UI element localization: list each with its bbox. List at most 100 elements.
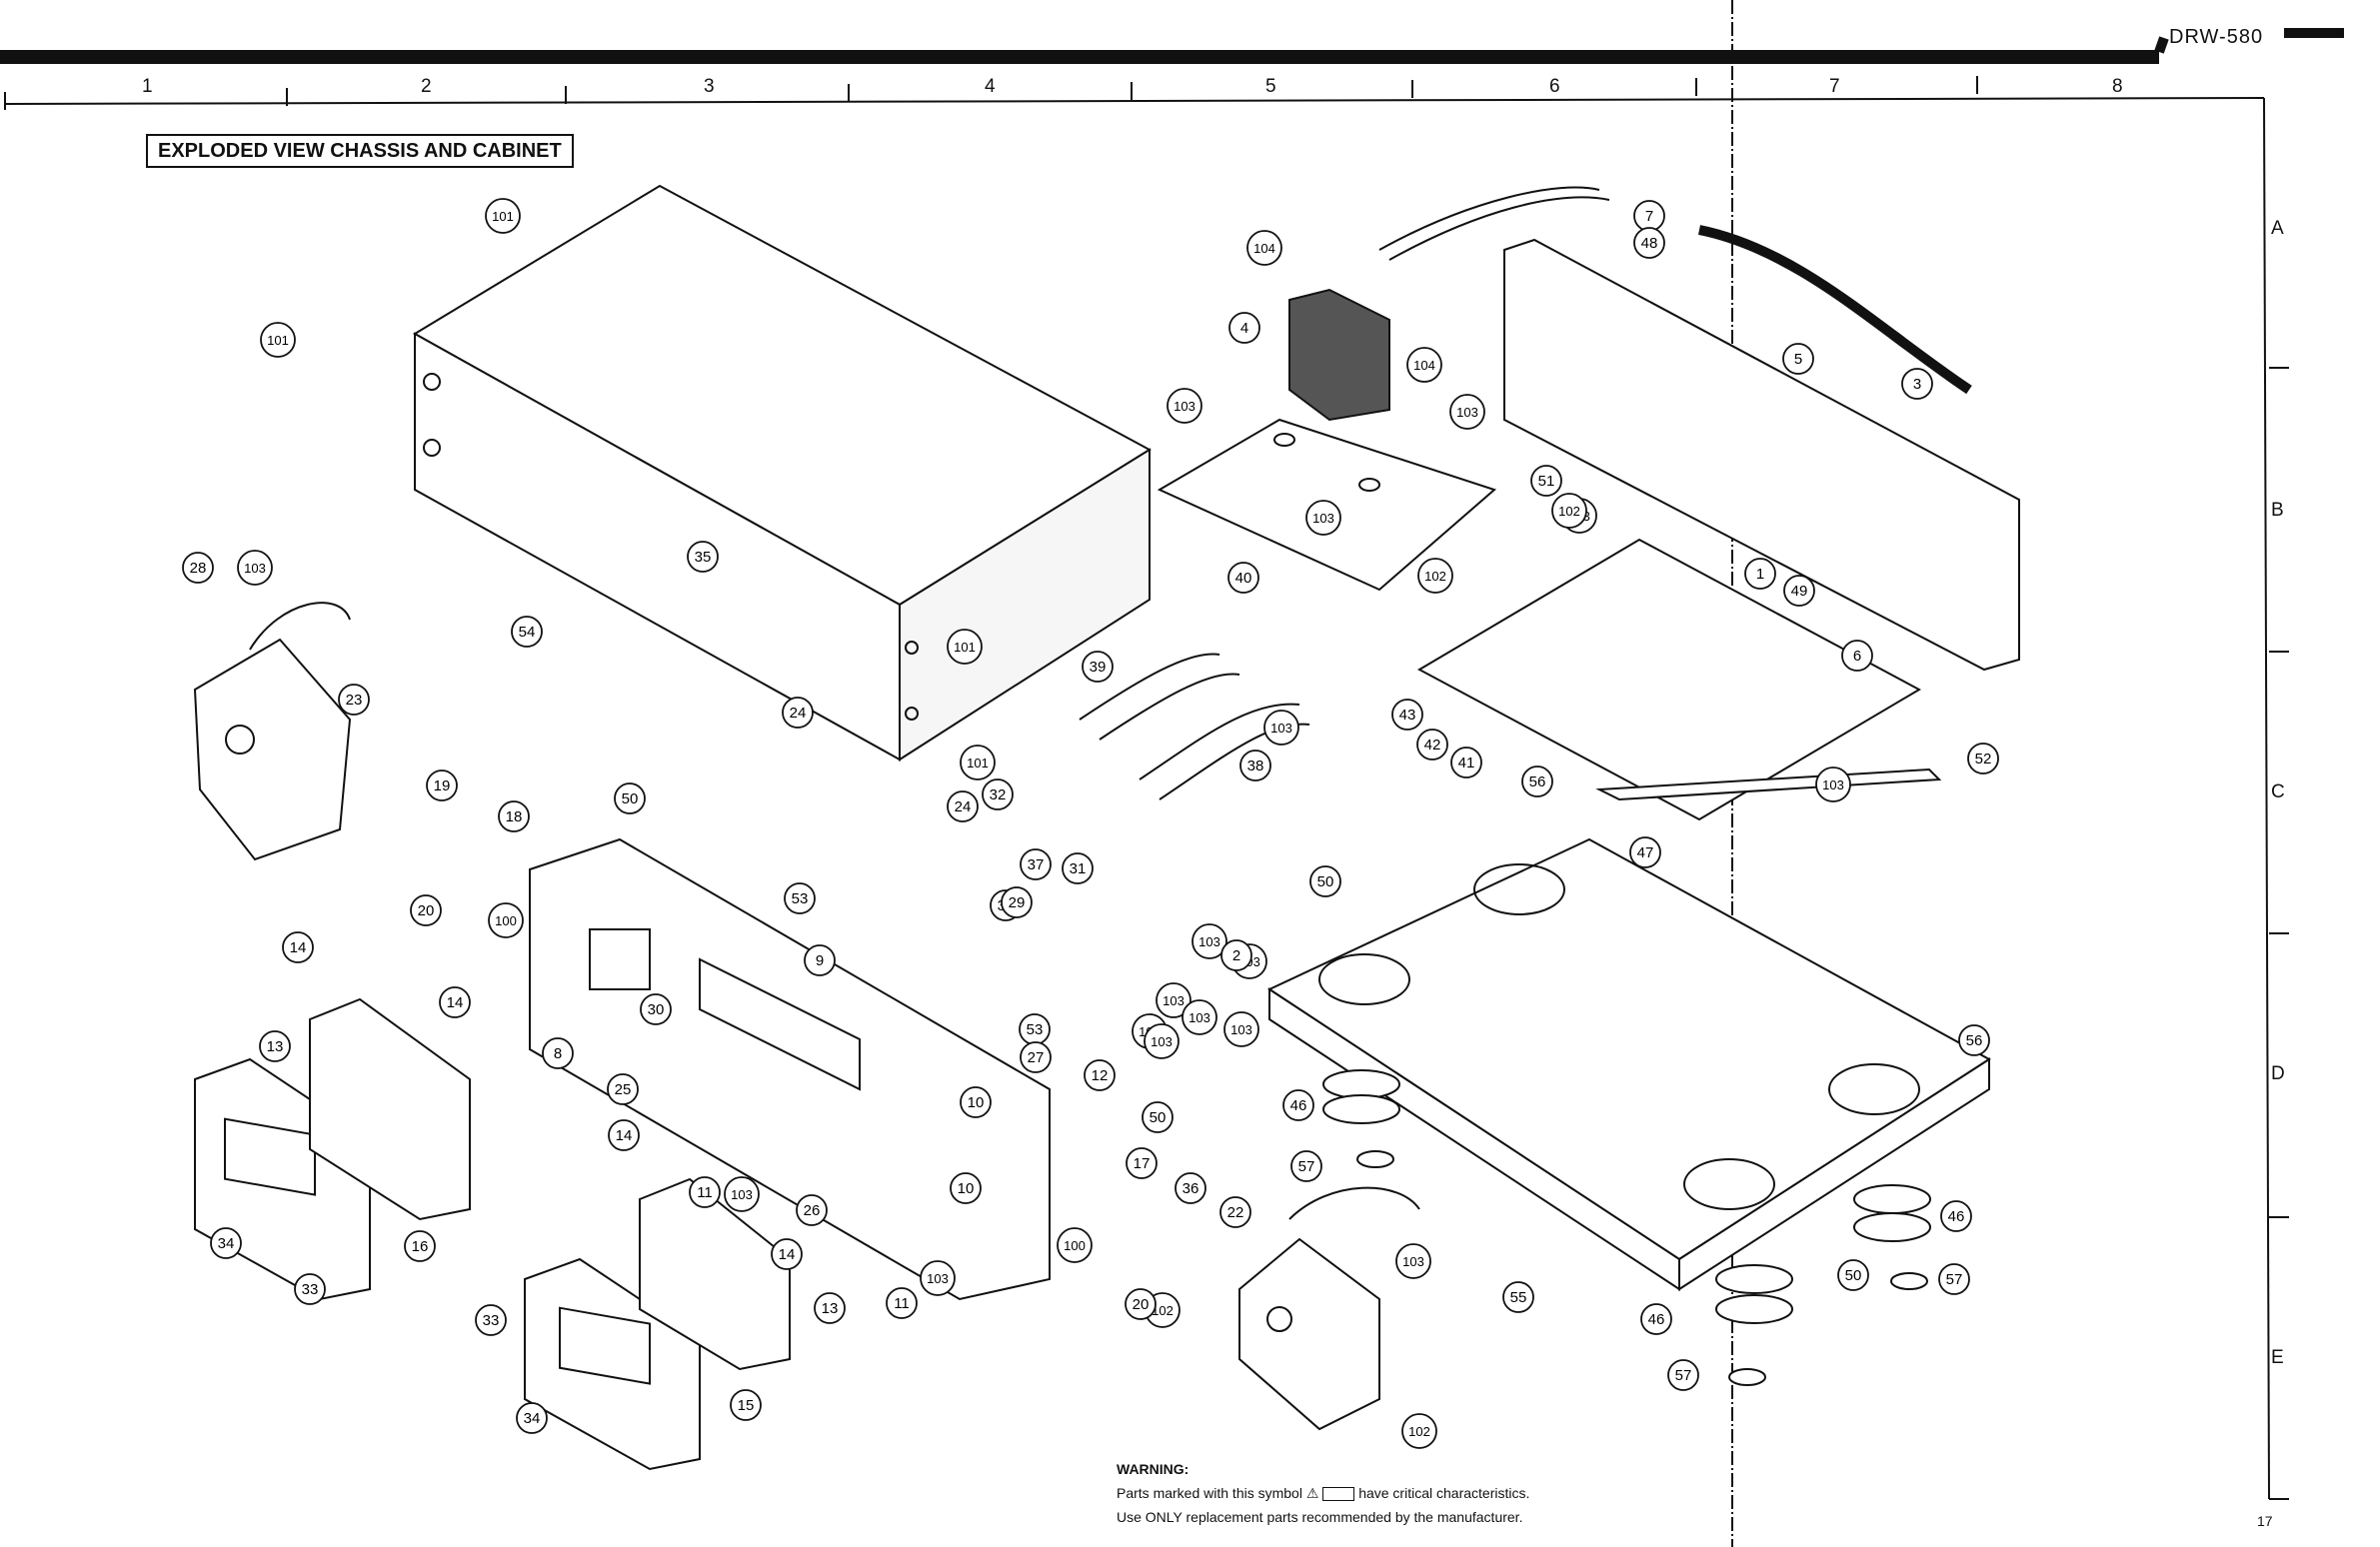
callout-number: 26 xyxy=(804,1202,821,1219)
callout-number: 41 xyxy=(1458,755,1475,772)
callout-circle xyxy=(542,1037,574,1069)
part-callout: 103 xyxy=(1223,1011,1259,1047)
callout-circle xyxy=(950,1172,982,1204)
callout-circle xyxy=(960,1086,992,1118)
callout-circle xyxy=(511,616,543,648)
callout-circle xyxy=(1167,388,1202,424)
callout-circle xyxy=(1246,230,1282,266)
grid-column-label: 2 xyxy=(421,76,432,97)
callout-circle xyxy=(1239,750,1271,781)
callout-circle xyxy=(1449,394,1485,430)
callout-number: 102 xyxy=(1152,1303,1174,1318)
warning-triangle-icon: ⚠ xyxy=(1305,1485,1319,1501)
page-number: 17 xyxy=(2257,1513,2273,1529)
power-board xyxy=(1157,288,1496,592)
callout-number: 103 xyxy=(731,1187,753,1202)
callout-circle xyxy=(1057,1227,1093,1263)
part-callout: 55 xyxy=(1502,1281,1534,1313)
callout-circle xyxy=(804,944,836,976)
callout-circle xyxy=(1001,886,1033,918)
callout-circle xyxy=(1967,743,1999,774)
feet xyxy=(1322,1069,1931,1386)
callout-number: 24 xyxy=(790,705,807,722)
callout-circle xyxy=(439,986,471,1018)
callout-circle xyxy=(1219,1196,1251,1228)
part-callout: 102 xyxy=(1551,493,1587,529)
callout-number: 12 xyxy=(1092,1067,1109,1084)
callout-number: 37 xyxy=(1028,856,1045,873)
callout-number: 1 xyxy=(1756,566,1764,583)
part-callout: 104 xyxy=(1406,347,1442,383)
callout-circle xyxy=(614,782,646,814)
callout-circle xyxy=(1391,699,1423,731)
callout-number: 34 xyxy=(218,1235,235,1252)
callout-circle xyxy=(687,541,719,573)
part-callout: 42 xyxy=(1416,729,1448,761)
part-callout: 37 xyxy=(1020,848,1052,880)
callout-number: 18 xyxy=(506,808,523,825)
callout-circle xyxy=(182,552,214,584)
callout-circle xyxy=(1938,1263,1970,1295)
callout-circle xyxy=(1084,1059,1116,1091)
warning-line-2: Use ONLY replacement parts recommended b… xyxy=(1117,1509,1523,1525)
callout-number: 39 xyxy=(1090,659,1107,676)
callout-circle xyxy=(1815,767,1851,802)
callout-circle xyxy=(1082,651,1114,683)
part-callout: 103 xyxy=(1449,394,1485,430)
callout-circle xyxy=(982,778,1014,810)
part-callout: 41 xyxy=(1450,747,1482,778)
part-callout: 47 xyxy=(1629,836,1661,868)
callout-number: 50 xyxy=(1150,1109,1167,1126)
callout-circle xyxy=(1062,852,1094,884)
callout-circle xyxy=(947,629,983,665)
part-callout: 4 xyxy=(1228,312,1260,344)
callout-circle xyxy=(689,1176,721,1208)
callout-number: 102 xyxy=(1558,504,1580,519)
callout-number: 14 xyxy=(616,1127,633,1144)
part-callout: 43 xyxy=(1391,699,1423,731)
grid-column-label: 4 xyxy=(985,76,996,97)
grid-row-label: B xyxy=(2271,500,2284,521)
part-callout: 40 xyxy=(1227,562,1259,594)
part-callout: 53 xyxy=(784,882,816,914)
part-callout: 101 xyxy=(960,745,996,780)
part-callout: 102 xyxy=(1417,558,1453,594)
part-callout: 17 xyxy=(1126,1147,1158,1179)
callout-number: 53 xyxy=(1027,1021,1044,1038)
grid-row-label: E xyxy=(2271,1347,2284,1368)
part-callout: 101 xyxy=(260,322,296,358)
callout-number: 54 xyxy=(519,624,536,641)
callout-circle xyxy=(640,993,672,1025)
part-callout: 46 xyxy=(1940,1200,1972,1232)
callout-circle xyxy=(1521,766,1553,797)
callout-circle xyxy=(475,1304,507,1336)
part-callout: 101 xyxy=(947,629,983,665)
callout-number: 10 xyxy=(968,1094,985,1111)
callout-number: 7 xyxy=(1645,208,1653,225)
diagram-title: EXPLODED VIEW CHASSIS AND CABINET xyxy=(146,134,574,168)
grid-column-label: 6 xyxy=(1549,76,1560,97)
part-callout: 20 xyxy=(1125,1288,1157,1320)
callout-circle xyxy=(947,790,979,822)
part-callout: 19 xyxy=(426,770,458,801)
callout-circle xyxy=(1220,939,1252,971)
callout-circle xyxy=(1406,347,1442,383)
callout-circle xyxy=(1125,1288,1157,1320)
part-callout: 23 xyxy=(338,684,370,716)
callout-number: 34 xyxy=(524,1410,541,1427)
part-callout: 11 xyxy=(689,1176,721,1208)
part-callout: 14 xyxy=(282,931,314,963)
part-callout: 35 xyxy=(687,541,719,573)
callout-number: 104 xyxy=(1253,241,1275,256)
callout-number: 9 xyxy=(816,952,824,969)
callout-circle xyxy=(724,1176,760,1212)
callout-circle xyxy=(1282,1089,1314,1121)
part-callout: 56 xyxy=(1958,1024,1990,1056)
part-callout: 51 xyxy=(1530,465,1562,497)
callout-circle xyxy=(237,550,273,586)
callout-number: 101 xyxy=(954,640,976,655)
callout-number: 103 xyxy=(1151,1034,1173,1049)
callout-number: 55 xyxy=(1510,1289,1527,1306)
callout-number: 3 xyxy=(1913,376,1921,393)
callout-circle xyxy=(1263,710,1299,746)
